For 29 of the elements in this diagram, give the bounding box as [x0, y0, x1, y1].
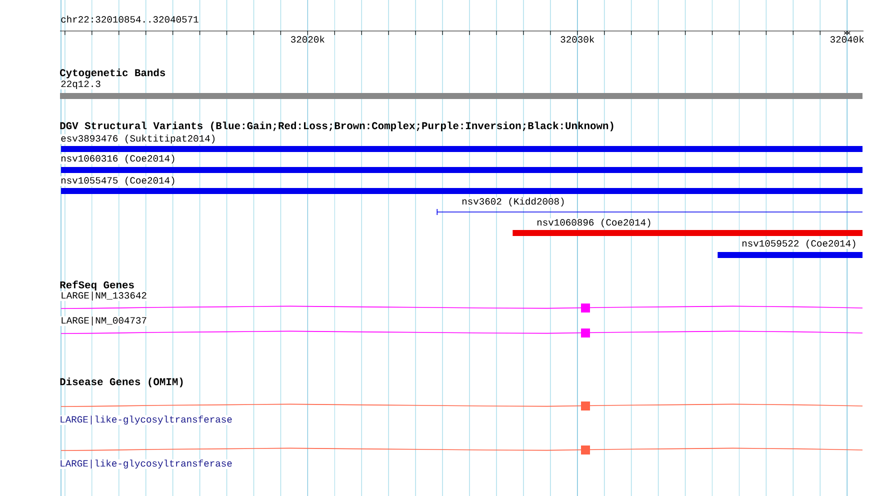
tick-label: 32040k — [830, 36, 864, 43]
variant-bar: nsv3602 (Kidd2008) — [436, 197, 863, 216]
node-label: nsv1060316 (Coe2014) — [61, 154, 174, 164]
variant-bar: nsv1060896 (Coe2014) — [512, 218, 862, 236]
node-label: nsv1055475 (Coe2014) — [61, 176, 174, 186]
node-label: LARGE|like-glycosyltransferase — [60, 416, 232, 425]
node-label: nsv1060896 (Coe2014) — [537, 218, 650, 228]
tick-label: 32020k — [291, 36, 324, 43]
node-label: 22q12.3 — [61, 80, 100, 90]
track-title: DGV Structural Variants (Blue:Gain;Red:Loss;Brown:Complex;Purple:Inversion;Black:Unknown) — [60, 122, 614, 132]
node-label: nsv3602 (Kidd2008) — [462, 198, 564, 207]
gene-track: LARGE|like-glycosyltransferase — [59, 402, 863, 425]
variant-bar: esv3893476 (Suktitipat2014) — [60, 134, 862, 152]
cytoband-bar: 22q12.3 — [60, 80, 862, 99]
variant-bar: nsv1059522 (Coe2014) — [718, 239, 862, 258]
node-label: nsv1059522 (Coe2014) — [742, 240, 856, 249]
node-label: LARGE|NM_133642 — [62, 292, 146, 301]
track-title: Disease Genes (OMIM) — [60, 378, 183, 388]
variant-bar: nsv1060316 (Coe2014) — [60, 154, 862, 173]
coordinate-range: chr22:32010854..32040571 — [61, 16, 198, 23]
tick-label: 32030k — [560, 36, 594, 43]
node-label: LARGE|NM_004737 — [62, 316, 146, 326]
gene-track: LARGE|NM_004737 — [60, 316, 863, 338]
gene-track: LARGE|like-glycosyltransferase — [59, 446, 863, 469]
gene-track: LARGE|NM_133642 — [60, 291, 863, 312]
node-label: LARGE|like-glycosyltransferase — [60, 460, 232, 469]
track-title: RefSeq Genes — [60, 280, 134, 290]
variant-bar: nsv1055475 (Coe2014) — [60, 176, 862, 194]
node-label: esv3893476 (Suktitipat2014) — [61, 134, 215, 144]
